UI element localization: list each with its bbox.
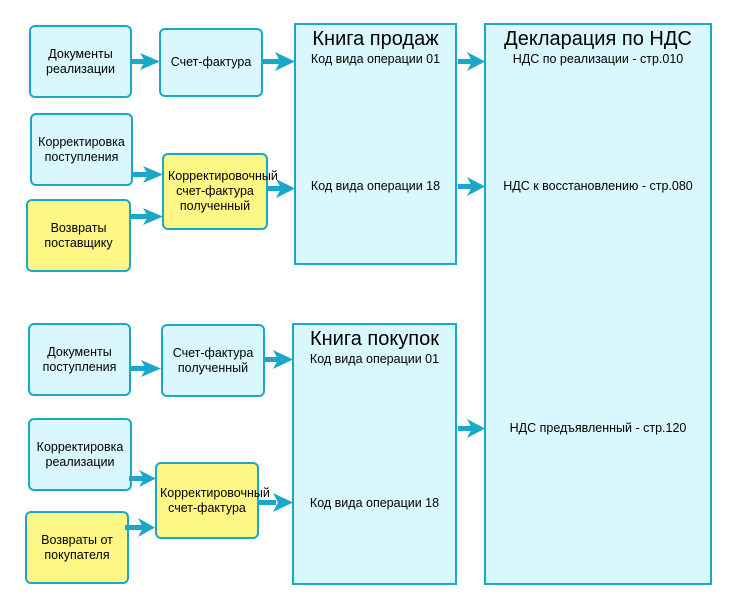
arrow-invoice-received-to-purchase-book	[265, 350, 293, 369]
vat-declaration-box: Декларация по НДС НДС по реализации - ст…	[484, 23, 712, 585]
purchase-book-code-01: Код вида операции 01	[309, 352, 440, 366]
sales-book-code-18: Код вида операции 18	[310, 179, 441, 193]
sales-adjustment-label: Корректировка реализации	[36, 439, 124, 469]
arrow-purchase-book-to-declaration-120	[458, 419, 485, 438]
sales-book-box: Книга продаж Код вида операции 01 Код ви…	[294, 23, 457, 265]
returns-from-buyer-label: Возвраты от покупателя	[41, 532, 113, 562]
purchase-documents-label: Документы поступления	[42, 344, 117, 374]
purchase-adjustment-label: Корректировка поступления	[38, 134, 125, 164]
sales-documents-label: Документы реализации	[46, 46, 115, 76]
arrow-returns-buyer-to-corr-invoice	[125, 518, 155, 537]
vat-declaration-title: Декларация по НДС	[504, 28, 692, 50]
corrective-invoice-label: Корректировочный счет-фактура	[160, 485, 270, 515]
invoice-received-box: Счет-фактура полученный	[161, 324, 265, 397]
corrective-invoice-received-label: Корректировочный счет-фактура полученный	[168, 169, 278, 213]
arrow-purchase-adjust-to-corr-invoice	[133, 166, 163, 183]
sales-documents-box: Документы реализации	[29, 25, 132, 98]
purchase-adjustment-box: Корректировка поступления	[30, 113, 133, 186]
vat-line-080: НДС к восстановлению - стр.080	[503, 179, 693, 193]
arrow-sales-book-to-declaration-010	[458, 52, 485, 71]
arrow-invoice-to-sales-book	[263, 52, 295, 71]
sales-adjustment-box: Корректировка реализации	[28, 418, 132, 491]
returns-from-buyer-box: Возвраты от покупателя	[25, 511, 129, 584]
invoice-box: Счет-фактура	[159, 28, 263, 97]
arrow-sales-adjust-to-corr-invoice	[129, 470, 156, 487]
arrow-sales-docs-to-invoice	[132, 53, 160, 70]
arrow-sales-book-to-declaration-080	[458, 177, 485, 196]
returns-to-supplier-box: Возвраты поставщику	[26, 199, 131, 272]
purchase-book-code-18: Код вида операции 18	[309, 496, 440, 510]
sales-book-code-01: Код вида операции 01	[310, 52, 441, 66]
returns-to-supplier-label: Возвраты поставщику	[44, 220, 113, 250]
corrective-invoice-box: Корректировочный счет-фактура	[155, 462, 270, 539]
invoice-label: Счет-фактура	[170, 55, 252, 69]
purchase-documents-box: Документы поступления	[28, 323, 131, 396]
arrow-purchase-docs-to-invoice-received	[131, 360, 161, 377]
purchase-book-title: Книга покупок	[309, 328, 440, 350]
invoice-received-label: Счет-фактура полученный	[172, 345, 254, 375]
sales-book-title: Книга продаж	[312, 28, 439, 50]
vat-line-120: НДС предъявленный - стр.120	[509, 421, 687, 435]
vat-line-010: НДС по реализации - стр.010	[512, 52, 684, 66]
purchase-book-box: Книга покупок Код вида операции 01 Код в…	[292, 323, 457, 585]
arrow-returns-supplier-to-corr-invoice	[131, 208, 163, 225]
corrective-invoice-received-box: Корректировочный счет-фактура полученный	[162, 153, 278, 230]
